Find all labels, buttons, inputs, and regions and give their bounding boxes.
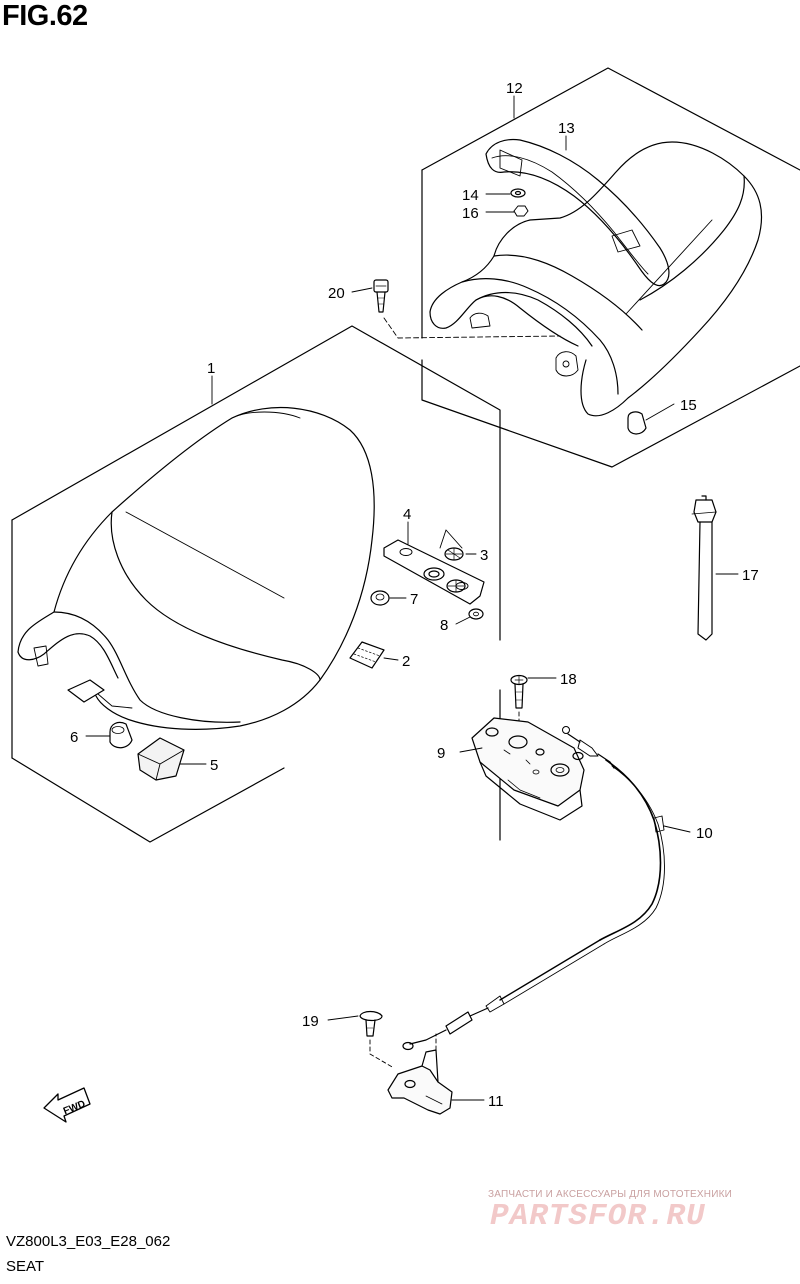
callout-18: 18 — [560, 671, 577, 688]
rear-seat — [429, 138, 763, 417]
callout-10: 10 — [696, 825, 713, 842]
callout-11: 11 — [488, 1093, 504, 1110]
watermark-tagline: ЗАПЧАСТИ И АКСЕССУАРЫ ДЛЯ МОТОТЕХНИКИ — [488, 1189, 733, 1200]
damper-15 — [627, 411, 647, 435]
callout-8: 8 — [440, 617, 448, 634]
callout-16: 16 — [462, 205, 479, 222]
bracket-4 — [383, 529, 485, 605]
figure-code: VZ800L3_E03_E28_062 — [6, 1233, 171, 1250]
callout-6: 6 — [70, 729, 78, 746]
callout-5: 5 — [210, 757, 218, 774]
fwd-arrow: FWD — [43, 1087, 91, 1123]
callout-20: 20 — [328, 285, 345, 302]
watermark-logo: PARTSFOR.RU — [490, 1199, 706, 1234]
leader-lines — [85, 95, 739, 1101]
cushion-7 — [370, 590, 390, 606]
callout-labels: 12 13 14 16 20 15 1 4 3 7 8 2 17 18 9 10… — [70, 80, 759, 1110]
callout-15: 15 — [680, 397, 697, 414]
main-seat-group-box — [11, 325, 501, 843]
callout-14: 14 — [462, 187, 479, 204]
figure-title: FIG.62 — [2, 0, 88, 32]
cable-10 — [402, 726, 665, 1051]
callout-17: 17 — [742, 567, 759, 584]
callout-9: 9 — [437, 745, 445, 762]
callout-7: 7 — [410, 591, 418, 608]
callout-13: 13 — [558, 120, 575, 137]
band-17 — [691, 495, 717, 641]
callout-4: 4 — [403, 506, 411, 523]
pad-5 — [137, 737, 185, 781]
bolt-20 — [373, 279, 561, 339]
washer-14 — [510, 188, 526, 198]
nut-16 — [513, 205, 529, 217]
main-seat — [17, 406, 375, 730]
callout-19: 19 — [302, 1013, 319, 1030]
callout-2: 2 — [402, 653, 410, 670]
rear-seat-group-box — [421, 67, 800, 468]
hook-tape-2 — [349, 641, 385, 669]
callout-3: 3 — [480, 547, 488, 564]
screw-19 — [359, 1010, 395, 1069]
callout-12: 12 — [506, 80, 523, 97]
figure-caption: SEAT — [6, 1258, 45, 1275]
nut-8 — [468, 608, 484, 620]
seat-lock-9 — [471, 717, 585, 821]
grommet-3 — [444, 547, 466, 593]
cushion-6 — [109, 721, 133, 749]
bracket-11 — [387, 1033, 453, 1115]
callout-1: 1 — [207, 360, 215, 377]
